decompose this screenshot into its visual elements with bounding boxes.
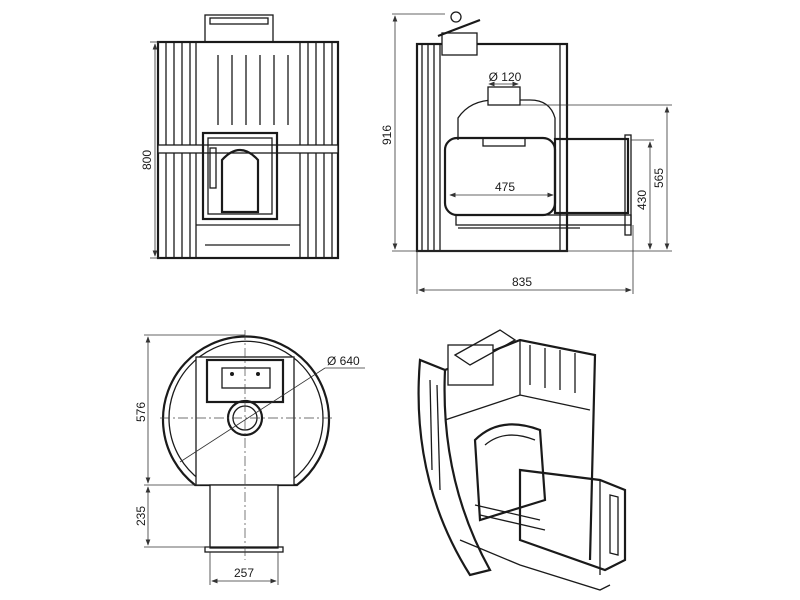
flue-diameter-label: Ø 120 <box>489 70 522 84</box>
total-depth-label: 835 <box>512 275 532 289</box>
tunnel-length-label: 235 <box>134 506 148 526</box>
total-height-label: 916 <box>380 125 394 145</box>
iso-ribs <box>429 345 576 491</box>
isometric-cutaway-view <box>417 329 627 591</box>
body-depth-label: 576 <box>134 402 148 422</box>
top-view: Ø 640 576 235 257 <box>134 330 365 585</box>
front-door <box>201 131 279 221</box>
tunnel-width-label: 257 <box>234 566 254 580</box>
firebox-depth-label: 475 <box>495 180 515 194</box>
body-diameter-label: Ø 640 <box>327 354 360 368</box>
door-height-label: 430 <box>635 190 649 210</box>
front-view: 800 <box>140 14 340 260</box>
front-side-ribs <box>157 42 339 258</box>
side-view: Ø 120 475 916 565 430 835 <box>380 11 672 294</box>
front-height-label: 800 <box>140 150 154 170</box>
flue-axis-height-label: 565 <box>652 168 666 188</box>
